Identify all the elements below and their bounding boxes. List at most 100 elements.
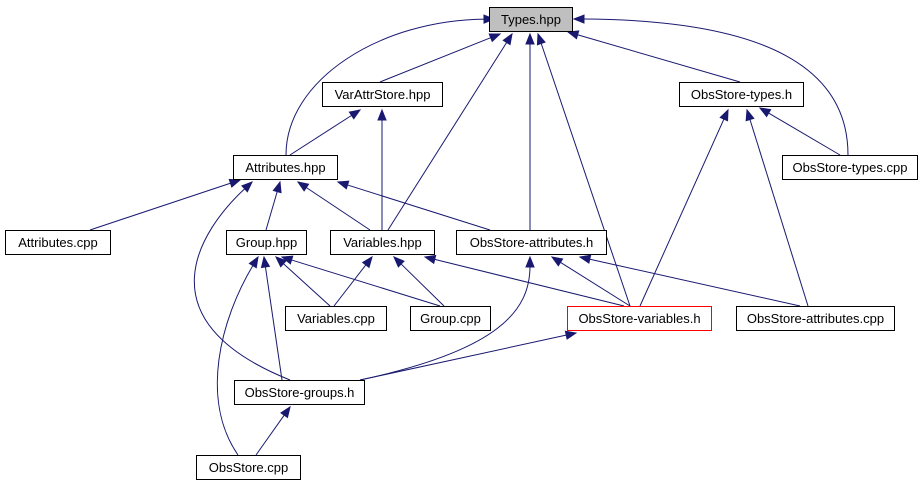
arrow-head-icon bbox=[525, 255, 535, 268]
arrow-head-icon bbox=[275, 256, 287, 268]
node-obsstore-types-h[interactable]: ObsStore-types.h bbox=[679, 82, 804, 107]
arrow-head-icon bbox=[248, 255, 259, 269]
edge-obsstore_types_cpp-to-obsstore_types_h bbox=[758, 107, 841, 156]
arrow-head-icon bbox=[550, 256, 564, 267]
edge-line bbox=[576, 34, 741, 83]
edge-line bbox=[193, 187, 291, 381]
node-box bbox=[782, 155, 918, 180]
node-label: VarAttrStore.hpp bbox=[335, 87, 431, 102]
node-label: Attributes.hpp bbox=[245, 160, 325, 175]
edge-obsstore_variables_h-to-types_hpp bbox=[536, 32, 631, 307]
arrow-head-icon bbox=[719, 108, 729, 122]
arrow-head-icon bbox=[488, 33, 502, 43]
node-box bbox=[489, 7, 573, 32]
node-obsstore-attributes-h[interactable]: ObsStore-attributes.h bbox=[456, 230, 607, 255]
node-box bbox=[196, 455, 301, 480]
node-box bbox=[736, 306, 895, 331]
node-box bbox=[226, 230, 307, 255]
arrow-head-icon bbox=[423, 254, 437, 265]
edge-varattrstore_hpp-to-types_hpp bbox=[379, 33, 502, 83]
edge-obsstore_groups_h-to-obsstore_variables_h bbox=[359, 330, 578, 381]
node-label: Types.hpp bbox=[501, 12, 561, 27]
edge-variables_cpp-to-group_hpp bbox=[275, 256, 331, 307]
node-box bbox=[456, 230, 607, 255]
node-attributes-cpp[interactable]: Attributes.cpp bbox=[5, 230, 111, 255]
node-box bbox=[5, 230, 111, 255]
node-label: Variables.hpp bbox=[343, 235, 422, 250]
node-obsstore-cpp[interactable]: ObsStore.cpp bbox=[196, 455, 301, 480]
edge-line bbox=[540, 42, 631, 307]
node-obsstore-groups-h[interactable]: ObsStore-groups.h bbox=[234, 380, 365, 405]
node-label: ObsStore.cpp bbox=[209, 460, 289, 475]
edge-obsstore_groups_h-to-group_hpp bbox=[260, 255, 283, 381]
node-types-hpp[interactable]: Types.hpp bbox=[489, 7, 573, 32]
arrow-head-icon bbox=[296, 181, 310, 192]
edge-line bbox=[433, 258, 625, 307]
edge-obsstore_variables_h-to-obsstore_attributes_h bbox=[550, 256, 631, 307]
edge-variables_cpp-to-variables_hpp bbox=[333, 255, 373, 307]
arrow-head-icon bbox=[525, 32, 535, 45]
edge-line bbox=[216, 264, 254, 456]
arrow-head-icon bbox=[336, 180, 350, 190]
edge-line bbox=[359, 265, 531, 381]
edge-obsstore_cpp-to-group_hpp bbox=[216, 255, 259, 456]
edge-line bbox=[379, 36, 492, 83]
edge-line bbox=[290, 259, 441, 307]
edge-line bbox=[767, 112, 841, 156]
edge-obsstore_groups_h-to-obsstore_attributes_h bbox=[359, 255, 535, 381]
arrow-head-icon bbox=[280, 255, 294, 265]
edge-attributes_hpp-to-varattrstore_hpp bbox=[289, 109, 362, 156]
edge-obsstore_attributes_cpp-to-obsstore_types_h bbox=[745, 108, 809, 307]
node-group-cpp[interactable]: Group.cpp bbox=[410, 306, 491, 331]
node-label: Attributes.cpp bbox=[18, 235, 98, 250]
edge-line bbox=[285, 18, 486, 156]
node-label: Group.hpp bbox=[236, 235, 297, 250]
node-label: ObsStore-attributes.cpp bbox=[747, 311, 884, 326]
node-group-hpp[interactable]: Group.hpp bbox=[226, 230, 307, 255]
edge-line bbox=[305, 186, 371, 231]
node-box bbox=[567, 306, 712, 331]
arrow-head-icon bbox=[758, 107, 772, 118]
node-obsstore-attributes-cpp[interactable]: ObsStore-attributes.cpp bbox=[736, 306, 895, 331]
node-varattrstore-hpp[interactable]: VarAttrStore.hpp bbox=[322, 82, 443, 107]
node-box bbox=[679, 82, 804, 107]
arrow-head-icon bbox=[361, 255, 373, 269]
edge-line bbox=[387, 41, 508, 231]
node-box bbox=[233, 155, 338, 180]
edge-line bbox=[749, 118, 809, 307]
edge-obsstore_attributes_h-to-types_hpp bbox=[525, 32, 535, 230]
edge-line bbox=[588, 258, 801, 307]
edge-line bbox=[89, 182, 232, 231]
edge-obsstore_types_h-to-types_hpp bbox=[566, 30, 741, 83]
edge-group_cpp-to-group_hpp bbox=[280, 255, 441, 307]
node-box bbox=[234, 380, 365, 405]
arrow-head-icon bbox=[260, 255, 271, 269]
arrow-head-icon bbox=[393, 256, 405, 268]
arrow-head-icon bbox=[572, 14, 585, 24]
edge-line bbox=[582, 18, 849, 156]
node-variables-cpp[interactable]: Variables.cpp bbox=[285, 306, 387, 331]
node-variables-hpp[interactable]: Variables.hpp bbox=[330, 230, 435, 255]
node-attributes-hpp[interactable]: Attributes.hpp bbox=[233, 155, 338, 180]
edges-layer bbox=[89, 14, 849, 456]
arrow-head-icon bbox=[241, 181, 253, 193]
edge-line bbox=[639, 118, 725, 307]
node-obsstore-variables-h[interactable]: ObsStore-variables.h bbox=[567, 306, 712, 331]
node-obsstore-types-cpp[interactable]: ObsStore-types.cpp bbox=[782, 155, 918, 180]
arrow-head-icon bbox=[536, 32, 546, 46]
node-label: Group.cpp bbox=[420, 311, 481, 326]
node-box bbox=[330, 230, 435, 255]
node-label: ObsStore-types.h bbox=[691, 87, 792, 102]
edge-attributes_cpp-to-attributes_hpp bbox=[89, 178, 242, 231]
edge-obsstore_variables_h-to-variables_hpp bbox=[423, 254, 625, 307]
edge-variables_hpp-to-attributes_hpp bbox=[296, 181, 371, 231]
node-label: ObsStore-types.cpp bbox=[793, 160, 908, 175]
edge-line bbox=[400, 262, 445, 307]
arrow-head-icon bbox=[578, 254, 592, 264]
edge-line bbox=[255, 414, 286, 456]
edge-variables_hpp-to-varattrstore_hpp bbox=[377, 108, 387, 230]
arrow-head-icon bbox=[564, 330, 578, 340]
arrow-head-icon bbox=[745, 108, 755, 122]
